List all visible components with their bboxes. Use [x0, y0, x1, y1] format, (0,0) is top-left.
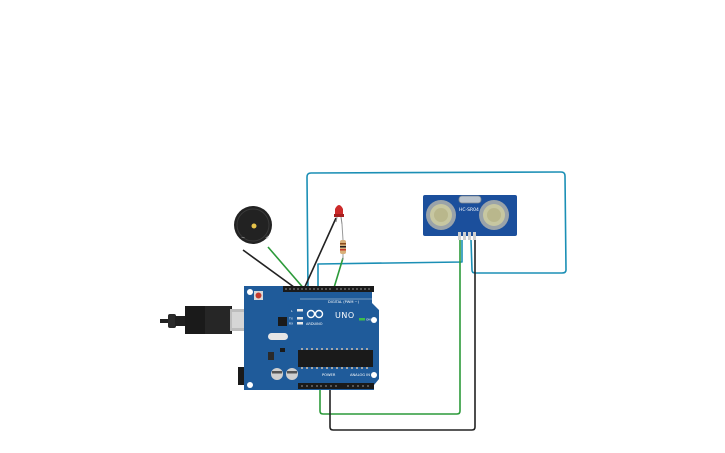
brand-label: ARDUINO	[306, 322, 323, 326]
wire-green-resistor[interactable]	[332, 257, 344, 292]
piezo-buzzer[interactable]: − +	[234, 206, 272, 244]
resistor[interactable]	[340, 223, 346, 260]
digital-header-pins	[285, 288, 370, 290]
wire-black-led[interactable]	[302, 217, 337, 292]
usb-cable[interactable]	[160, 306, 232, 334]
analog-label: ANALOG IN	[350, 373, 370, 377]
digital-label: DIGITAL (PWM ~)	[328, 300, 360, 304]
wire-black-gnd[interactable]	[329, 240, 476, 431]
buzzer-plus-label: +	[265, 235, 269, 241]
power-label: POWER	[322, 373, 336, 377]
red-led[interactable]	[334, 205, 344, 225]
atmega-chip	[298, 350, 373, 367]
wire-black-buzzer[interactable]	[242, 249, 299, 291]
wire-blue-echo[interactable]	[306, 171, 567, 291]
sensor-pins	[458, 232, 476, 240]
arduino-logo	[306, 309, 324, 319]
atmega-pins	[301, 348, 368, 369]
sensor-receiver	[479, 200, 509, 230]
bottom-header-pins	[301, 385, 369, 387]
crystal	[268, 333, 288, 340]
arduino-uno-board[interactable]: DIGITAL (PWM ~) L TX RX ARDUINO UNO ON	[160, 286, 379, 390]
capacitors	[271, 368, 298, 380]
wire-blue-trig[interactable]	[317, 240, 463, 290]
usb-chip	[278, 317, 287, 326]
rx-label: RX	[289, 322, 293, 326]
on-label: ON	[366, 318, 371, 322]
sensor-label: HC-SR04	[459, 207, 479, 213]
ultrasonic-sensor[interactable]: HC-SR04	[423, 195, 517, 240]
sensor-transmitter	[426, 200, 456, 230]
l-label: L	[291, 309, 293, 313]
wire-green-vcc[interactable]	[319, 240, 461, 415]
wires	[242, 171, 567, 431]
wire-green-buzzer[interactable]	[267, 246, 307, 292]
digital-header	[283, 286, 374, 292]
model-label: UNO	[335, 311, 355, 320]
tx-label: TX	[288, 317, 293, 321]
buzzer-minus-label: −	[241, 235, 245, 241]
